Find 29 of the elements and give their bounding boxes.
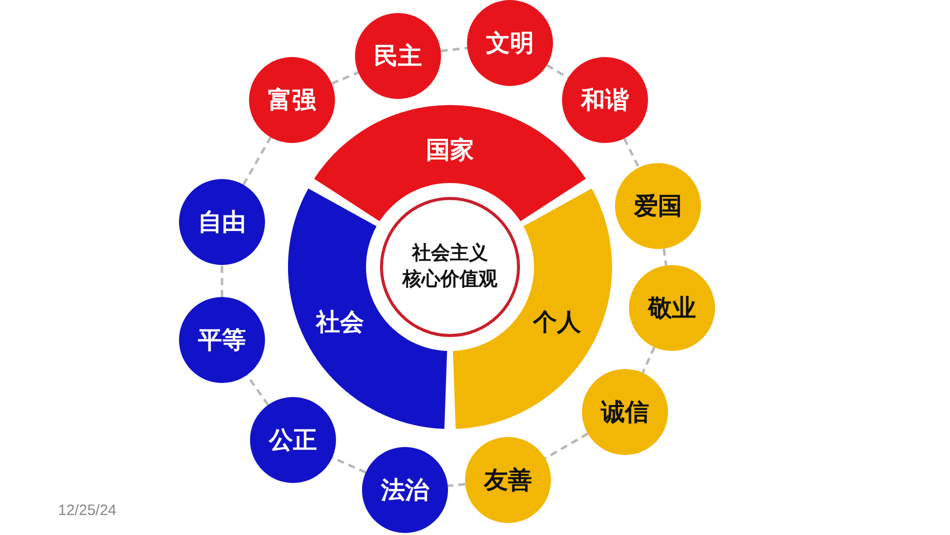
segment-label: 国家 (426, 135, 474, 166)
segment-label: 社会 (316, 307, 364, 338)
connector-line (440, 46, 468, 52)
connector-line (220, 265, 224, 297)
value-circle: 民主 (355, 13, 441, 99)
connector-line (662, 248, 668, 266)
value-circle: 敬业 (629, 265, 715, 351)
value-circle: 富强 (249, 57, 335, 143)
connector-line (331, 71, 359, 85)
connector-line (246, 374, 270, 406)
value-circle: 诚信 (582, 369, 668, 455)
segment-label: 个人 (533, 307, 581, 338)
connector-line (448, 482, 466, 488)
value-circle: 平等 (179, 297, 265, 383)
connector-line (242, 136, 272, 186)
connector-line (332, 456, 366, 474)
connector-line (546, 64, 569, 79)
date-label: 12/25/24 (58, 502, 116, 519)
value-circle: 法治 (362, 447, 448, 533)
connector-line (544, 432, 588, 460)
value-circle: 文明 (467, 0, 553, 86)
value-circle: 友善 (465, 437, 551, 523)
value-circle: 和谐 (562, 57, 648, 143)
value-circle: 公正 (250, 397, 336, 483)
value-circle: 自由 (179, 179, 265, 265)
center-circle: 社会主义核心价值观 (380, 197, 520, 337)
value-circle: 爱国 (615, 163, 701, 249)
connector-line (623, 138, 640, 168)
connector-line (642, 346, 656, 374)
